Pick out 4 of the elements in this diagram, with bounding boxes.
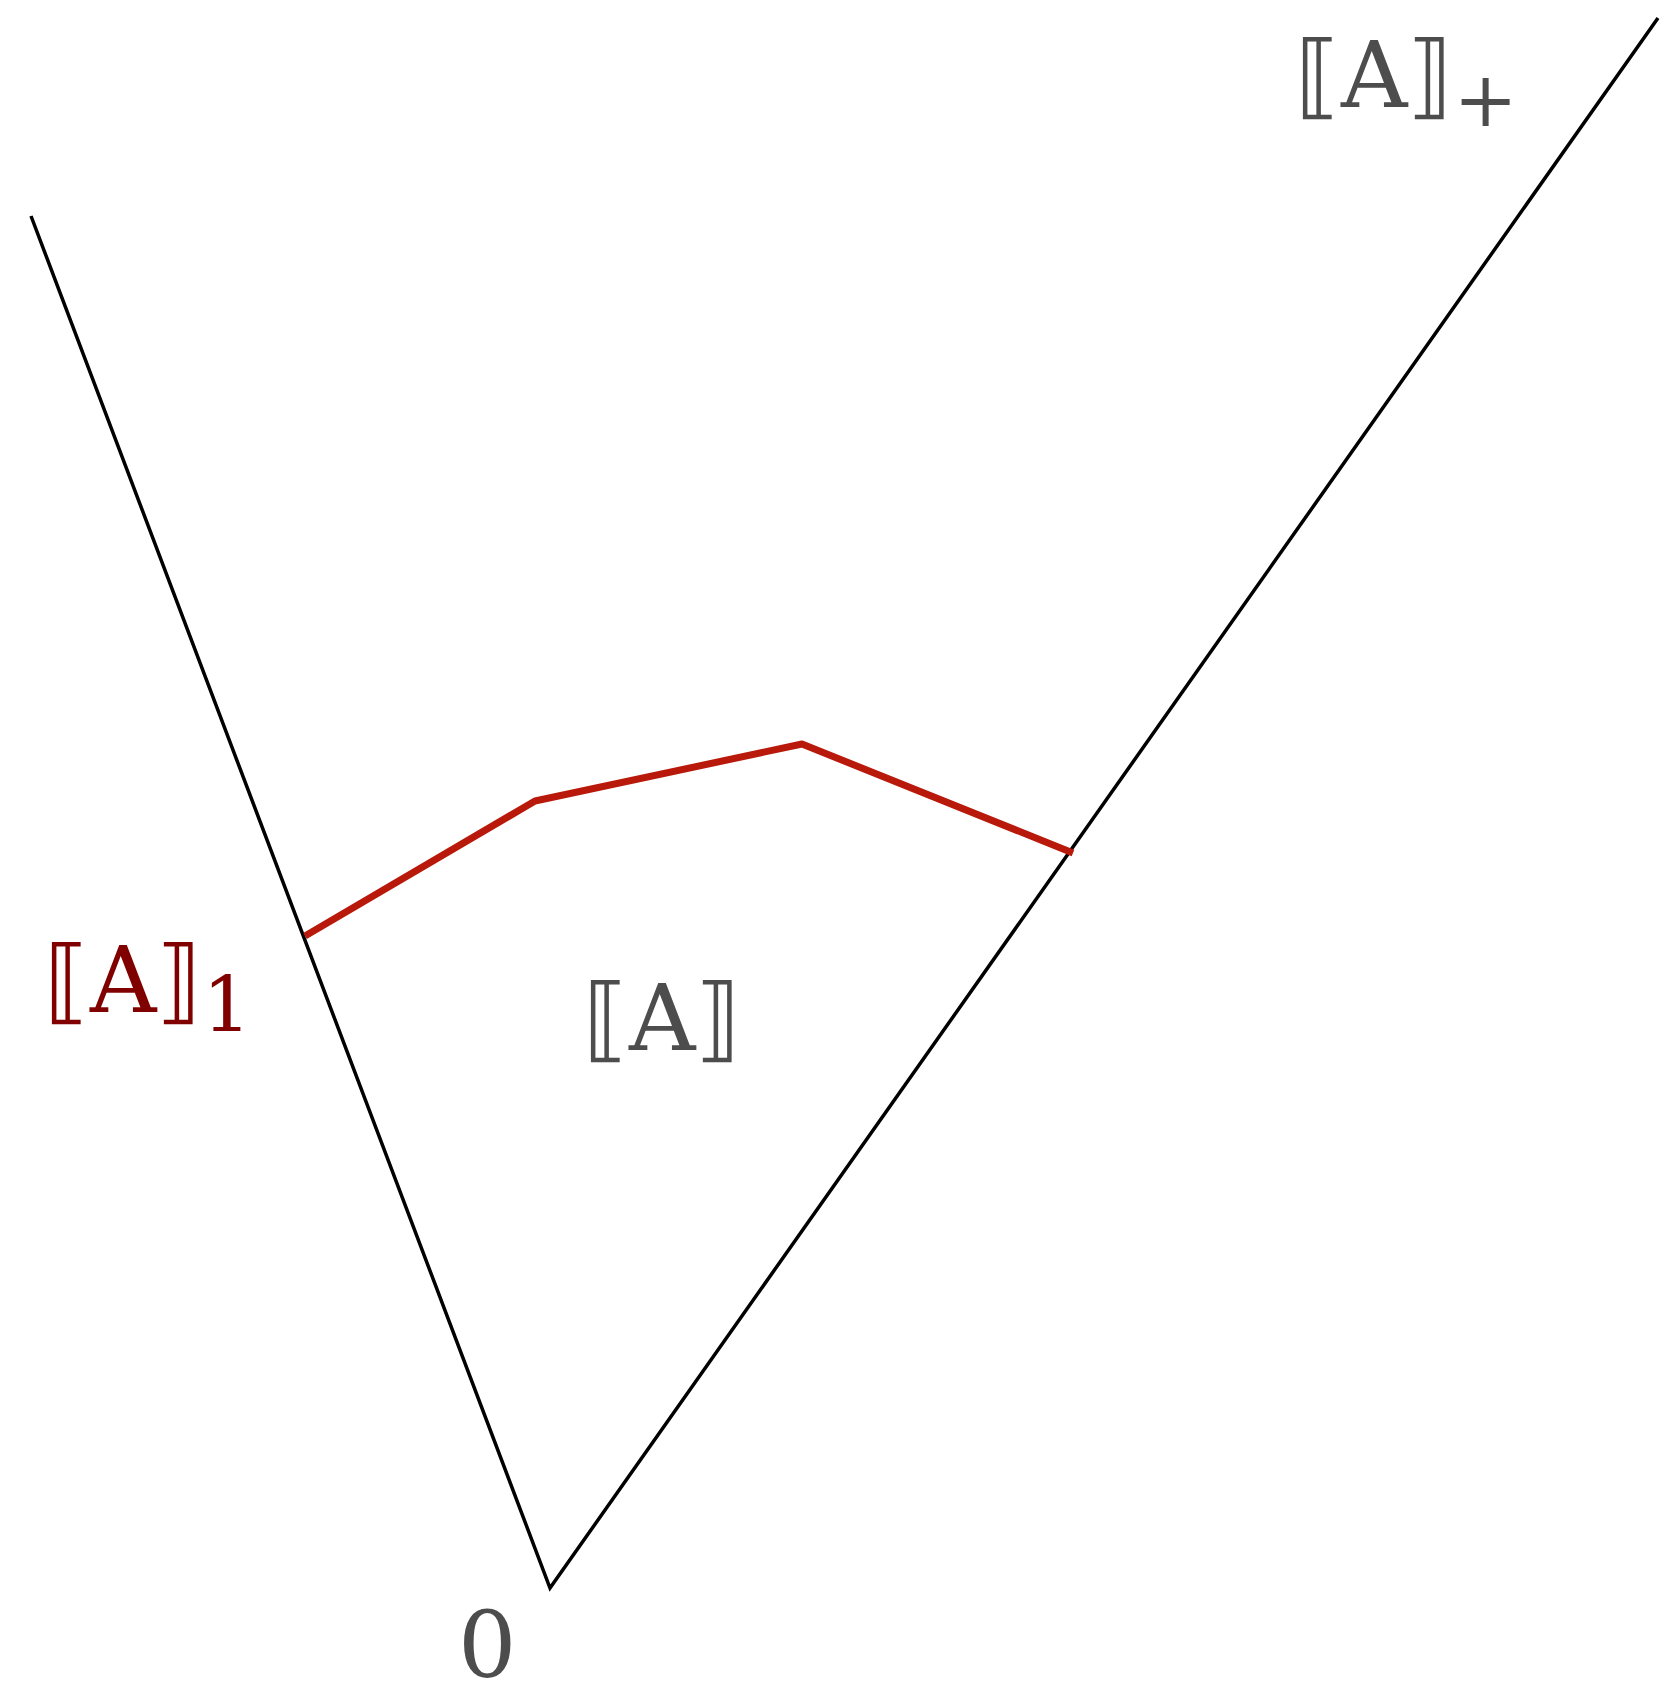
math-label: ⟦A⟧$_{1}$: [44, 935, 252, 1045]
math-label: ⟦A⟧: [583, 973, 742, 1065]
math-label: 0: [458, 1600, 517, 1690]
math-label: ⟦A⟧$_{+}$: [1295, 30, 1518, 140]
